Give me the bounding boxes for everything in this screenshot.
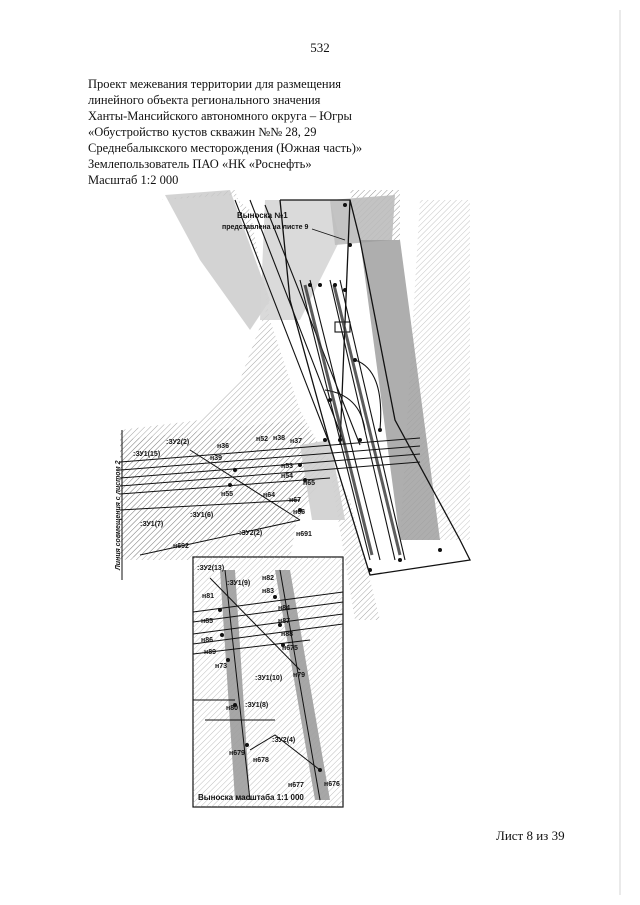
pipelines <box>303 284 402 556</box>
node-label: н64 <box>263 492 275 499</box>
node-label: н83 <box>262 588 274 595</box>
node-label: н67 <box>289 497 301 504</box>
parcel-label: :ЗУ1(8) <box>245 702 268 709</box>
node-label: н37 <box>290 438 302 445</box>
inset-callout: :ЗУ2(13) :ЗУ1(9) н82 н81 н83 н84 н85 н87… <box>192 556 344 808</box>
node-label: н79 <box>293 672 305 679</box>
parcel-label: :ЗУ1(10) <box>255 675 282 682</box>
node-label: н86 <box>201 637 213 644</box>
sheet-label: Лист 8 из 39 <box>496 828 565 843</box>
node-label: н54 <box>281 473 293 480</box>
parcel-label: :ЗУ2(4) <box>272 737 295 744</box>
node-label: н88 <box>281 631 293 638</box>
title-block: Проект межевания территории для размещен… <box>88 76 418 188</box>
parcel-label: :ЗУ2(13) <box>197 565 224 572</box>
callout-1: Выноска №1 представлена на листе 9 <box>222 211 346 241</box>
node-label: н65 <box>303 480 315 487</box>
node-label: н55 <box>221 491 233 498</box>
node-label: н52 <box>256 436 268 443</box>
title-line: линейного объекта регионального значения <box>88 93 321 107</box>
node-label: н677 <box>288 782 304 789</box>
node-label: н692 <box>173 543 189 550</box>
boundary-nodes <box>228 203 442 572</box>
parcel-label: :ЗУ2(2) <box>166 439 189 446</box>
title-line: Проект межевания территории для размещен… <box>88 77 342 91</box>
node-label: н679 <box>229 750 245 757</box>
node-label: н73 <box>215 663 227 670</box>
node-label: н80 <box>226 705 238 712</box>
node-label: н53 <box>281 463 293 470</box>
node-label: н85 <box>201 618 213 625</box>
title-line: Среднебалыкского месторождения (Южная ча… <box>88 141 363 155</box>
node-label: н82 <box>262 575 274 582</box>
west-corridor <box>119 437 421 556</box>
node-label: н39 <box>210 455 222 462</box>
title-line: Землепользователь ПАО «НК «Роснефть» <box>88 157 312 171</box>
node-label: н84 <box>278 605 290 612</box>
scale-line: Масштаб 1:2 000 <box>88 173 179 187</box>
node-label: н678 <box>253 757 269 764</box>
node-label: н691 <box>296 531 312 538</box>
parcel-label: :ЗУ1(9) <box>227 580 250 587</box>
node-label: н676 <box>324 781 340 788</box>
inset-caption: Выноска масштаба 1:1 000 <box>198 793 304 802</box>
title-line: Ханты-Мансийского автономного округа – Ю… <box>88 109 352 123</box>
node-label: н38 <box>273 435 285 442</box>
matchline-label: Линия совмещения с листом 2 <box>115 460 122 571</box>
parcel-label: :ЗУ2(2) <box>239 530 262 537</box>
parcel-label: :ЗУ1(6) <box>190 512 213 519</box>
corridor-lines <box>234 199 406 561</box>
node-label: н81 <box>202 593 214 600</box>
node-label: н675 <box>282 645 298 652</box>
parcel-label: :ЗУ1(7) <box>140 521 163 528</box>
node-label: н66 <box>293 509 305 516</box>
main-map-labels: :ЗУ1(15) :ЗУ2(2) :ЗУ1(7) :ЗУ1(6) :ЗУ2(2)… <box>133 435 315 550</box>
node-label: н89 <box>204 649 216 656</box>
node-label: н87 <box>278 618 290 625</box>
title-line: «Обустройство кустов скважин №№ 28, 29 <box>88 125 317 139</box>
page-number: 532 <box>310 40 330 55</box>
parcel-label: :ЗУ1(15) <box>133 451 160 458</box>
callout-1-line2: представлена на листе 9 <box>222 224 308 231</box>
node-label: н36 <box>217 443 229 450</box>
callout-1-line1: Выноска №1 <box>237 211 288 220</box>
